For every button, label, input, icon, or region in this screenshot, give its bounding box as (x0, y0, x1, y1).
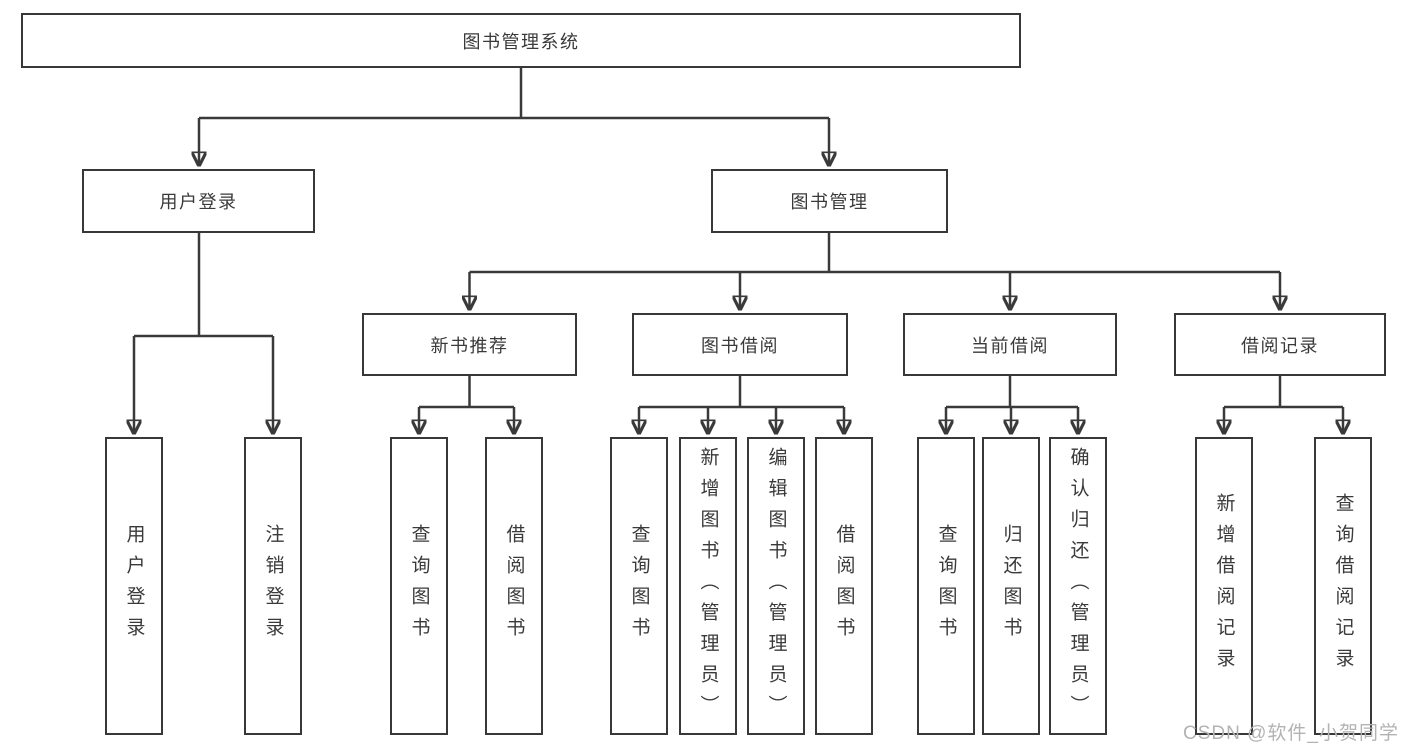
node-user-login: 用户登录 (82, 169, 315, 233)
node-current-borrow-label: 当前借阅 (971, 335, 1049, 356)
leaf-bb-add-books-label: 新增图书（管理员） (697, 446, 719, 726)
leaf-cb-return-books: 归还图书 (982, 437, 1040, 735)
node-new-book-recommend: 新书推荐 (362, 313, 577, 376)
node-book-borrow: 图书借阅 (632, 313, 848, 376)
node-book-management-label: 图书管理 (790, 192, 869, 212)
leaf-cb-return-books-label: 归还图书 (1000, 524, 1022, 648)
leaf-cb-query-books: 查询图书 (917, 437, 975, 735)
leaf-cb-query-books-label: 查询图书 (935, 524, 957, 648)
node-book-borrow-label: 图书借阅 (701, 335, 779, 356)
leaf-user-login: 用户登录 (105, 437, 163, 735)
leaf-nb-borrow-books: 借阅图书 (485, 437, 543, 735)
leaf-logout: 注销登录 (244, 437, 302, 735)
leaf-bb-query-books-label: 查询图书 (628, 524, 650, 648)
leaf-bb-add-books: 新增图书（管理员） (679, 437, 737, 735)
csdn-watermark: CSDN @软件_小贺同学 (1183, 723, 1399, 744)
leaf-br-query-record: 查询借阅记录 (1314, 437, 1372, 735)
leaf-nb-borrow-books-label: 借阅图书 (503, 524, 525, 648)
leaf-bb-edit-books: 编辑图书（管理员） (747, 437, 805, 735)
node-root-label: 图书管理系统 (462, 31, 580, 52)
leaf-logout-label: 注销登录 (262, 524, 284, 648)
node-borrow-records-label: 借阅记录 (1241, 335, 1319, 356)
node-new-book-recommend-label: 新书推荐 (430, 335, 509, 356)
node-borrow-records: 借阅记录 (1174, 313, 1386, 376)
leaf-user-login-label: 用户登录 (123, 524, 145, 648)
node-root: 图书管理系统 (21, 13, 1021, 68)
leaf-bb-query-books: 查询图书 (610, 437, 668, 735)
node-user-login-label: 用户登录 (159, 192, 238, 212)
leaf-nb-query-books: 查询图书 (390, 437, 448, 735)
leaf-br-add-record: 新增借阅记录 (1195, 437, 1253, 735)
leaf-bb-borrow-books-label: 借阅图书 (833, 524, 855, 648)
leaf-cb-confirm-return-label: 确认归还（管理员） (1067, 446, 1089, 726)
node-current-borrow: 当前借阅 (903, 313, 1117, 376)
leaf-br-add-record-label: 新增借阅记录 (1213, 493, 1235, 679)
leaf-bb-edit-books-label: 编辑图书（管理员） (765, 446, 787, 726)
leaf-cb-confirm-return: 确认归还（管理员） (1049, 437, 1107, 735)
leaf-br-query-record-label: 查询借阅记录 (1332, 493, 1354, 679)
leaf-bb-borrow-books: 借阅图书 (815, 437, 873, 735)
leaf-nb-query-books-label: 查询图书 (408, 524, 430, 648)
node-book-management: 图书管理 (711, 169, 948, 233)
